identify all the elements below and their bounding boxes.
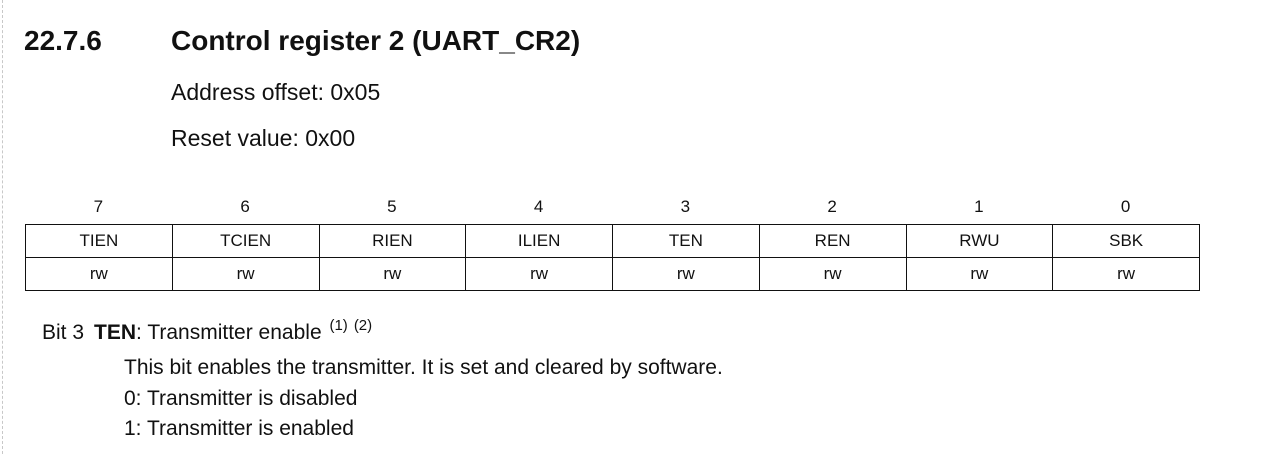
bit-label: Bit 3 xyxy=(42,321,85,344)
access-cell: rw xyxy=(171,257,320,291)
field-name-cell: TCIEN xyxy=(171,224,320,258)
field-name: TEN xyxy=(94,321,137,344)
address-offset: Address offset: 0x05 xyxy=(171,79,381,105)
field-name-cell: RIEN xyxy=(318,224,467,258)
bit-number: 2 xyxy=(827,197,837,216)
bit-number: 1 xyxy=(974,197,984,216)
field-name-cell: RWU xyxy=(905,224,1054,258)
access-cell: rw xyxy=(318,257,467,291)
access-cell: rw xyxy=(1052,257,1200,291)
footnote-ref-2: (2) xyxy=(353,317,373,334)
bit-number: 5 xyxy=(387,197,397,216)
access-cell: rw xyxy=(758,257,907,291)
access-cell: rw xyxy=(465,257,613,291)
field-name-cell: ILIEN xyxy=(465,224,613,258)
field-name-row: TIEN TCIEN RIEN ILIEN TEN REN RWU SBK xyxy=(25,224,1200,258)
register-bit-table: TIEN TCIEN RIEN ILIEN TEN REN RWU SBK rw… xyxy=(25,224,1200,291)
section-title: Control register 2 (UART_CR2) xyxy=(171,25,581,56)
access-cell: rw xyxy=(612,257,760,291)
bit-number: 0 xyxy=(1120,197,1131,216)
bit-number-row: 7 6 5 4 3 2 1 0 xyxy=(25,196,1199,218)
field-name-cell: TEN xyxy=(612,224,760,258)
value-description-0: 0: Transmitter is disabled xyxy=(124,387,358,410)
bit-number: 7 xyxy=(93,197,104,216)
section-number: 22.7.6 xyxy=(24,25,102,56)
field-name-cell: REN xyxy=(758,224,907,258)
field-title: : Transmitter enable xyxy=(136,321,322,344)
margin-rule xyxy=(2,0,3,454)
access-cell: rw xyxy=(25,257,173,291)
access-cell: rw xyxy=(905,257,1054,291)
access-row: rw rw rw rw rw rw rw rw xyxy=(25,257,1200,291)
bit-description-header: Bit 3 TEN: Transmitter enable (1) (2) xyxy=(42,318,372,348)
field-name-cell: TIEN xyxy=(25,224,173,258)
bit-number: 4 xyxy=(533,197,544,216)
bit-number: 6 xyxy=(240,197,250,216)
value-description-1: 1: Transmitter is enabled xyxy=(124,417,354,440)
field-name-cell: SBK xyxy=(1052,224,1200,258)
description-text: This bit enables the transmitter. It is … xyxy=(124,356,723,379)
footnote-ref-1: (1) xyxy=(329,317,348,334)
reset-value: Reset value: 0x00 xyxy=(171,125,356,151)
bit-number: 3 xyxy=(680,197,691,216)
